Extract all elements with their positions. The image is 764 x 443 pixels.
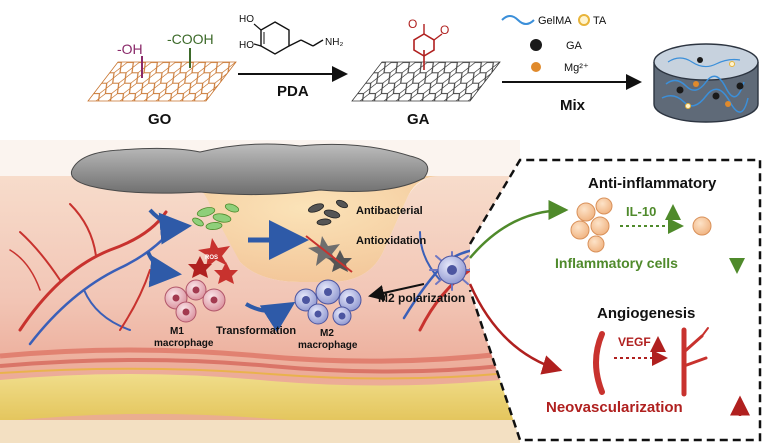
inflammatory-cells-cluster (570, 197, 613, 253)
antioxidation-label: Antioxidation (356, 235, 427, 247)
red-connector (468, 283, 563, 375)
go-label: GO (148, 111, 172, 128)
ros-neutralized (305, 235, 353, 273)
bacteria-live (192, 203, 240, 230)
legend-mg: Mg²⁺ (564, 62, 589, 74)
ho-bottom-label: HO (239, 40, 254, 51)
infiltration-arrow-1 (148, 208, 192, 245)
mix-step: Mix GelMA TA GA Mg²⁺ (501, 14, 642, 114)
vegf-label: VEGF (618, 335, 651, 349)
vessel-branched (681, 327, 709, 397)
ho-top-label: HO (239, 14, 254, 25)
inflammatory-cells-label: Inflammatory cells (555, 255, 678, 271)
dashed-callout (468, 158, 762, 442)
m1-label-line1: M1 (170, 326, 184, 337)
m1-label-line2: macrophage (154, 338, 214, 349)
anti-inflammatory-title: Anti-inflammatory (588, 175, 717, 192)
ros-cluster: ROS (188, 238, 238, 284)
m2-label-line2: macrophage (298, 340, 358, 351)
oh-label: -OH (117, 41, 143, 57)
pda-label: PDA (277, 83, 309, 100)
legend-ga: GA (566, 40, 583, 52)
m1-macrophages (164, 279, 226, 323)
nh2-label: NH₂ (325, 37, 343, 48)
pda-step: HO HO NH₂ PDA (238, 14, 348, 100)
green-connector (469, 200, 569, 259)
vessels-left (9, 203, 172, 346)
dopamine-structure: HO HO NH₂ (239, 14, 343, 55)
legend-ta: TA (593, 15, 607, 27)
skin-section: ROS Antibacterial Antioxidation (0, 140, 521, 443)
fat-layer (0, 374, 520, 424)
ga-swatch (530, 39, 542, 51)
ga-sheet: O O GA (351, 17, 501, 128)
synthesis-row: -OH -COOH GO HO HO NH₂ PDA (87, 14, 759, 128)
transformation-arrow (244, 301, 296, 333)
legend: GelMA TA GA Mg²⁺ (501, 14, 607, 74)
m2-polarization-label: M2 polarization (378, 291, 465, 305)
il10-label: IL-10 (626, 204, 656, 219)
m2-label-line1: M2 (320, 328, 334, 339)
bacteria-dead (307, 199, 348, 226)
hydrogel-disc (653, 43, 759, 123)
single-cell (692, 216, 712, 236)
mg-swatch (531, 62, 541, 72)
ga-label: GA (407, 111, 430, 128)
legend-gelma: GelMA (538, 15, 572, 27)
go-sheet: -OH -COOH GO (87, 31, 237, 128)
ta-swatch (578, 14, 590, 26)
ros-label: ROS (205, 255, 218, 261)
m2-polarization-cell (429, 251, 475, 291)
antibacterial-label: Antibacterial (356, 205, 423, 217)
infiltration-arrow-2 (146, 251, 182, 288)
transformation-label: Transformation (216, 325, 296, 337)
m2-macrophages (294, 279, 362, 326)
svg-text:O: O (440, 23, 449, 37)
polarization-arrow (368, 283, 425, 301)
svg-text:O: O (408, 17, 417, 31)
vessel-before (593, 331, 605, 395)
mix-label: Mix (560, 97, 586, 114)
angiogenesis-title: Angiogenesis (597, 305, 695, 322)
outcome-panel: Anti-inflammatory IL-10 Inflammatory cel… (468, 158, 762, 442)
dressing-scab (70, 143, 429, 196)
neovascularization-label: Neovascularization (546, 399, 683, 416)
gelma-swatch (501, 15, 535, 25)
cooh-label: -COOH (167, 31, 214, 47)
